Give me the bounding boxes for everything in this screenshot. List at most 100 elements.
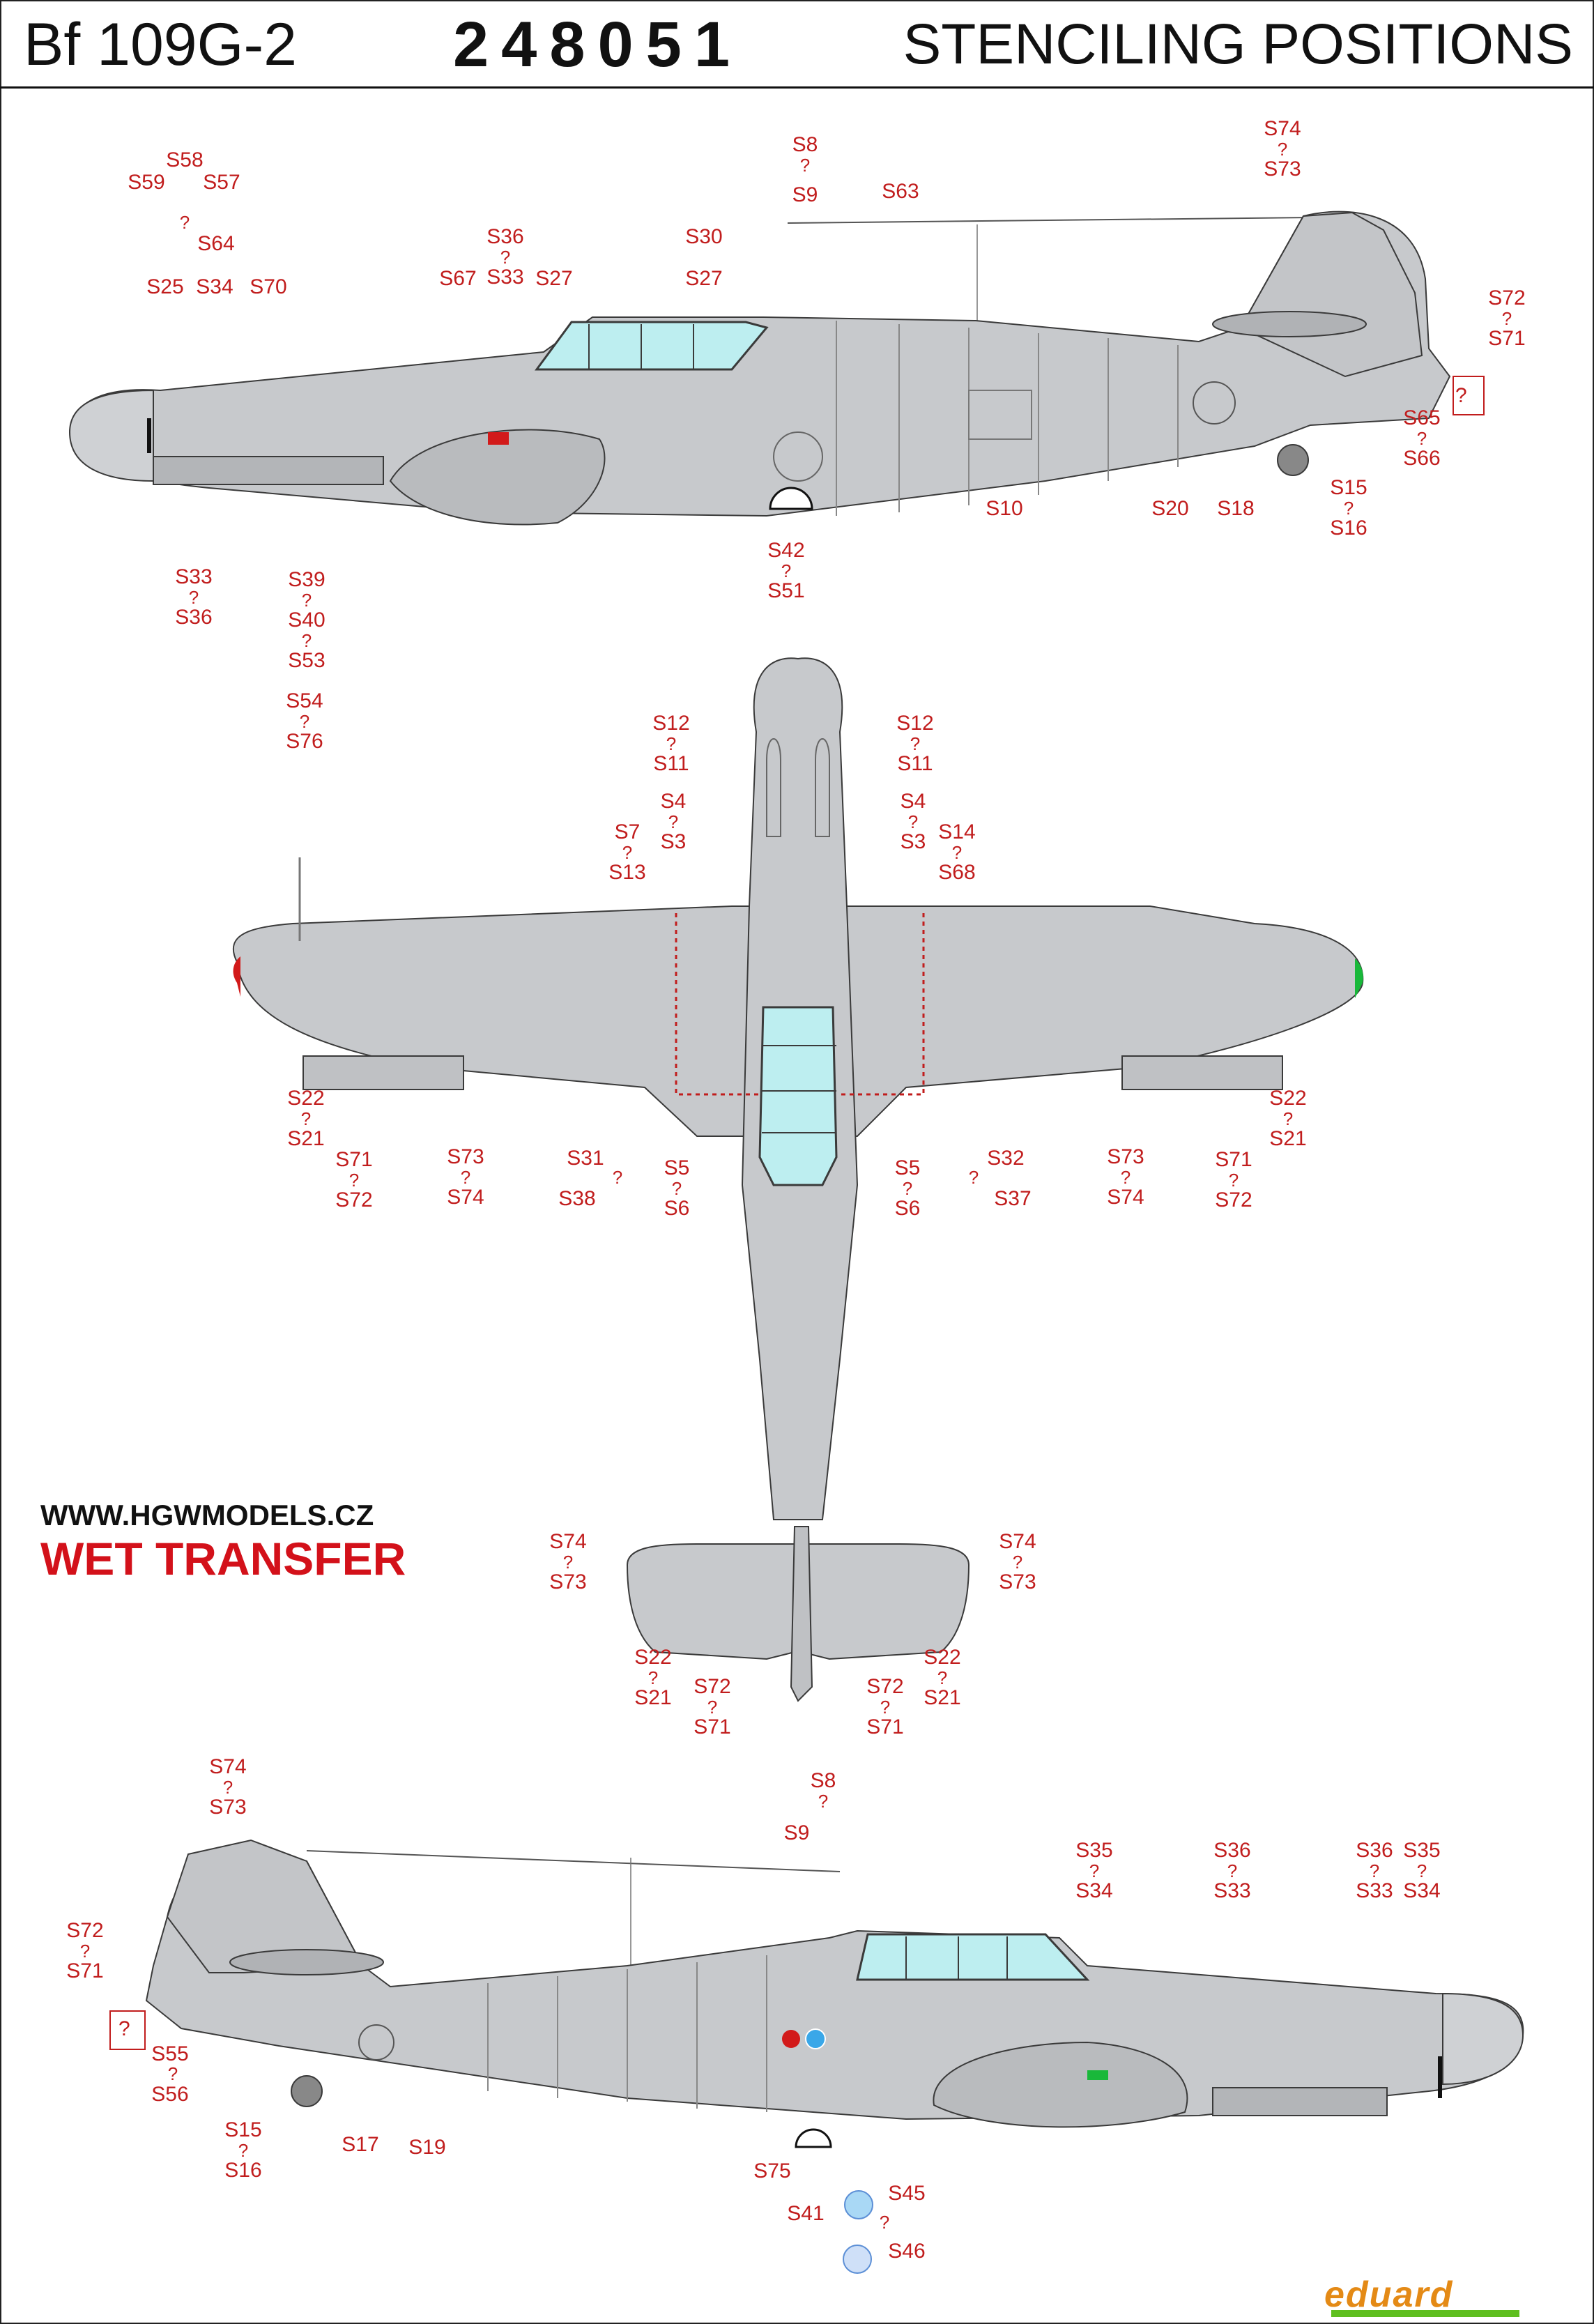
antenna-wire [787,217,1311,224]
stencil-label-line: ? [1416,1860,1427,1881]
stencil-label-line: S72 [66,1919,104,1942]
red-marking [488,432,509,445]
stencil-label-b17: S45 [886,2183,928,2204]
stencil-label-line: S11 [653,752,689,775]
stencil-label-line: S15 [224,2118,262,2141]
placard-top-text: ? [1455,384,1467,407]
stencil-label-line: ? [781,560,792,581]
rudder-plan [790,1526,813,1702]
stencil-label-p5: S7?S13 [606,822,648,883]
stencil-label-b3: S9 [776,1823,818,1844]
stencil-label-p3: S4?S3 [652,791,694,853]
stencil-label-line: S74 [447,1186,484,1209]
stencil-label-line: S75 [753,2159,791,2182]
stencil-label-line: ? [1227,1860,1238,1881]
stencil-label-line: ? [666,733,677,754]
stencil-label-line: S56 [151,2083,189,2106]
side-view-left [68,211,1451,526]
stencil-label-b7: S35?S34 [1401,1840,1443,1902]
stencil-label-line: S8 [792,133,818,156]
wet-transfer-text: WET TRANSFER [40,1533,406,1584]
stencil-label-line: S3 [900,830,926,853]
spinner-bottom [1442,1992,1524,2086]
stencil-label-line: S22 [924,1646,961,1669]
stencil-label-line: S65 [1403,406,1441,429]
stencil-label-line: ? [79,1941,91,1962]
stencil-label-p17: ? [953,1168,995,1187]
stencil-label-b2: S8? [802,1771,844,1812]
stencil-label-line: S73 [999,1570,1036,1593]
stencil-label-l27: S54?S76 [284,691,325,752]
stencil-label-l19: S65?S66 [1401,408,1443,469]
stencil-label-line: ? [910,733,921,754]
stencil-label-line: S66 [1403,447,1441,470]
stencil-label-line: S18 [1217,497,1255,520]
stencil-label-b9: S55 [149,2044,191,2065]
stencil-label-p16: S32 [985,1148,1027,1169]
supercharger-intake [153,456,384,485]
stencil-label-line: ? [707,1697,718,1718]
stencil-label-p15: S38 [556,1188,598,1209]
stencil-label-line: S22 [634,1646,672,1669]
stencil-label-line: S71 [335,1148,373,1171]
stencil-label-line: S54 [286,689,323,712]
stencil-label-p12: S73?S74 [1105,1147,1147,1208]
fin-bottom-side [166,1839,364,1973]
stencil-label-line: S27 [685,267,723,290]
stencil-label-line: S67 [439,267,477,290]
stencil-label-line: ? [238,2140,249,2161]
side-view-right [145,1839,1524,2274]
fuselage-bottom-side [145,1853,1524,2120]
stencil-label-line: ? [1282,1108,1294,1129]
product-code: 248051 [453,9,742,80]
stencil-label-p4: S4?S3 [892,791,934,853]
sheet-title: STENCILING POSITIONS [903,13,1573,76]
stencil-label-b5: S36?S33 [1211,1840,1253,1902]
stencil-label-line: S17 [342,2133,379,2156]
stencil-label-b10: ? [152,2064,194,2084]
stencil-label-p2: S12?S11 [894,713,936,774]
stencil-label-line: S58 [166,148,204,171]
stencil-label-l1: S58 [164,150,206,171]
stencil-label-line: ? [299,711,310,732]
stencil-label-line: S71 [1488,327,1526,350]
stencil-label-line: S41 [787,2202,825,2225]
stencil-label-p25: S72?S71 [691,1676,733,1738]
stencil-label-line: ? [968,1167,979,1188]
tailwheel-bottom-side [291,2075,323,2107]
wingtip-left-red [233,956,240,997]
stencil-label-l21: S18 [1215,498,1257,519]
stencil-label-p7: S22?S21 [285,1088,327,1149]
stencil-label-line: S73 [1264,158,1301,181]
flaps-right [1121,1055,1283,1090]
stencil-label-line: S71 [693,1715,731,1738]
stencil-label-line: S73 [209,1796,247,1819]
stencil-label-line: S34 [1075,1879,1113,1902]
stencil-label-line: S16 [1330,517,1367,540]
stencil-label-line: S73 [447,1145,484,1168]
stencil-label-line: S9 [783,1821,810,1844]
stencil-label-line: ? [1277,139,1288,160]
stencil-label-line: ? [622,842,633,863]
stencil-label-l24: S42?S51 [765,540,807,602]
stencil-label-line: ? [937,1667,948,1688]
stencil-label-line: S53 [288,649,325,672]
stencil-label-line: S35 [1075,1839,1113,1862]
stencil-label-b13: S17 [339,2134,381,2155]
stencil-label-line: ? [879,2212,890,2233]
stencil-label-line: ? [1369,1860,1380,1881]
stencil-label-l15: S30 [683,227,725,247]
stencil-label-l22: S20 [1149,498,1191,519]
stencil-label-line: S72 [1215,1188,1252,1211]
stencil-label-p9: S71?S72 [333,1149,375,1211]
stencil-label-p8: S22?S21 [1267,1088,1309,1149]
stencil-label-p18: S37 [992,1188,1034,1209]
stencil-label-line: S36 [1213,1839,1251,1862]
canopy-bottom-side [856,1933,1090,1981]
stencil-label-b8: S72?S71 [64,1920,106,1982]
aircraft-model: Bf 109G-2 [24,11,297,78]
stencil-label-l13: S9 [784,185,826,206]
stencil-label-line: S31 [567,1147,604,1170]
stencil-label-b18: ? [864,2212,905,2232]
